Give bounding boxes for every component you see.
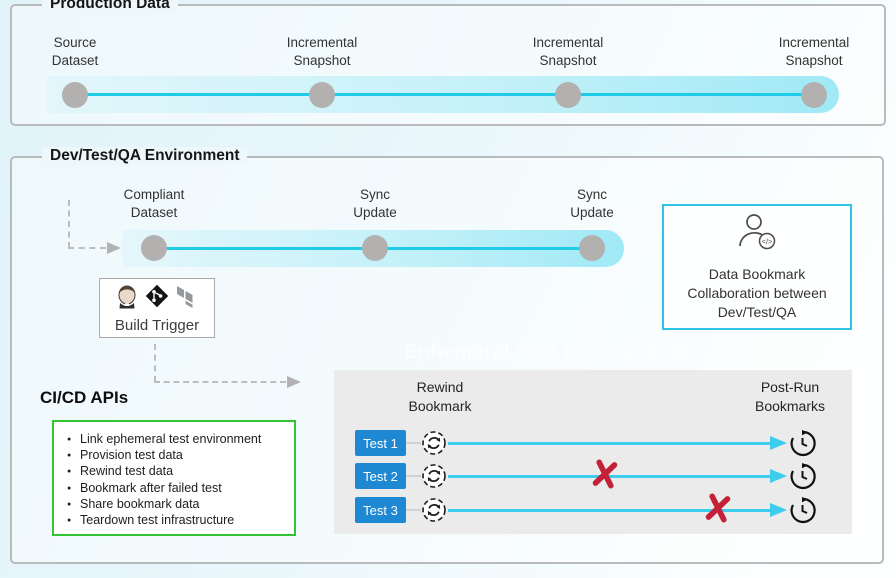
cicd-api-item: Share bookmark data	[64, 496, 288, 513]
production-section-title: Production Data	[42, 0, 178, 13]
trigger-arrowhead	[287, 376, 301, 388]
milestone-label: Compliant Dataset	[123, 187, 185, 221]
postrun-bookmark-clock-icon	[789, 430, 816, 457]
test-3-badge: Test 3	[355, 497, 406, 523]
ephemeral-environment-watermark: Ephemeral Test Environment	[404, 341, 690, 363]
timeline-dot	[555, 82, 581, 108]
row-connector	[406, 509, 421, 511]
timeline-dot	[362, 235, 388, 261]
cicd-apis-box: Link ephemeral test environment Provisio…	[52, 420, 296, 536]
inflow-dashed-line-horizontal	[68, 247, 106, 249]
ephemeral-test-panel: Rewind Bookmark Post-Run Bookmarks Test …	[334, 370, 852, 534]
postrun-bookmark-clock-icon	[789, 463, 816, 490]
data-bookmark-collaboration-box: </> Data Bookmark Collaboration between …	[662, 204, 852, 330]
trigger-dashed-line-vertical	[154, 344, 156, 382]
test-failed-x-icon	[701, 491, 734, 526]
rewind-sync-icon	[421, 497, 447, 523]
timeline-dot	[62, 82, 88, 108]
inflow-arrowhead	[107, 242, 121, 254]
jenkins-icon	[116, 283, 138, 314]
rewind-sync-icon	[421, 463, 447, 489]
production-data-section: Production Data Source Dataset Increment…	[10, 0, 886, 126]
timeline-dot	[579, 235, 605, 261]
build-trigger-box: Build Trigger	[99, 278, 215, 338]
build-trigger-label: Build Trigger	[114, 316, 200, 334]
production-timeline-line	[75, 93, 815, 96]
test-flow-line	[448, 441, 770, 445]
cicd-api-item: Bookmark after failed test	[64, 480, 288, 497]
cicd-api-item: Teardown test infrastructure	[64, 512, 288, 529]
svg-text:</>: </>	[762, 237, 773, 246]
row-connector	[406, 442, 421, 444]
dev-section-title: Dev/Test/QA Environment	[42, 147, 248, 165]
flow-arrowhead	[770, 436, 787, 450]
row-connector	[406, 475, 421, 477]
cicd-api-item: Link ephemeral test environment	[64, 431, 288, 448]
trigger-dashed-line-horizontal	[154, 381, 286, 383]
cicd-api-item: Rewind test data	[64, 463, 288, 480]
postrun-bookmarks-header: Post-Run Bookmarks	[754, 379, 826, 414]
terraform-icon	[176, 284, 198, 313]
timeline-dot	[141, 235, 167, 261]
postrun-bookmark-clock-icon	[789, 497, 816, 524]
flow-arrowhead	[770, 469, 787, 483]
milestone-label: Incremental Snapshot	[286, 35, 358, 69]
person-code-icon: </>	[734, 212, 780, 259]
inflow-dashed-line-vertical	[68, 200, 70, 248]
git-icon	[145, 284, 169, 313]
rewind-bookmark-header: Rewind Bookmark	[408, 379, 472, 414]
bookmark-box-text: Data Bookmark Collaboration between Dev/…	[687, 266, 827, 320]
dev-test-qa-section: Dev/Test/QA Environment Compliant Datase…	[10, 147, 884, 564]
cicd-api-list: Link ephemeral test environment Provisio…	[64, 431, 288, 529]
cicd-apis-title: CI/CD APIs	[40, 388, 129, 407]
test-failed-x-icon	[588, 457, 621, 492]
milestone-label: Sync Update	[353, 187, 397, 221]
milestone-label: Sync Update	[570, 187, 614, 221]
timeline-dot	[801, 82, 827, 108]
rewind-sync-icon	[421, 430, 447, 456]
timeline-dot	[309, 82, 335, 108]
flow-arrowhead	[770, 503, 787, 517]
test-2-badge: Test 2	[355, 463, 406, 489]
test-flow-line	[448, 508, 770, 512]
milestone-label: Incremental Snapshot	[778, 35, 850, 69]
cicd-api-item: Provision test data	[64, 447, 288, 464]
milestone-label: Source Dataset	[51, 35, 99, 69]
milestone-label: Incremental Snapshot	[532, 35, 604, 69]
test-1-badge: Test 1	[355, 430, 406, 456]
